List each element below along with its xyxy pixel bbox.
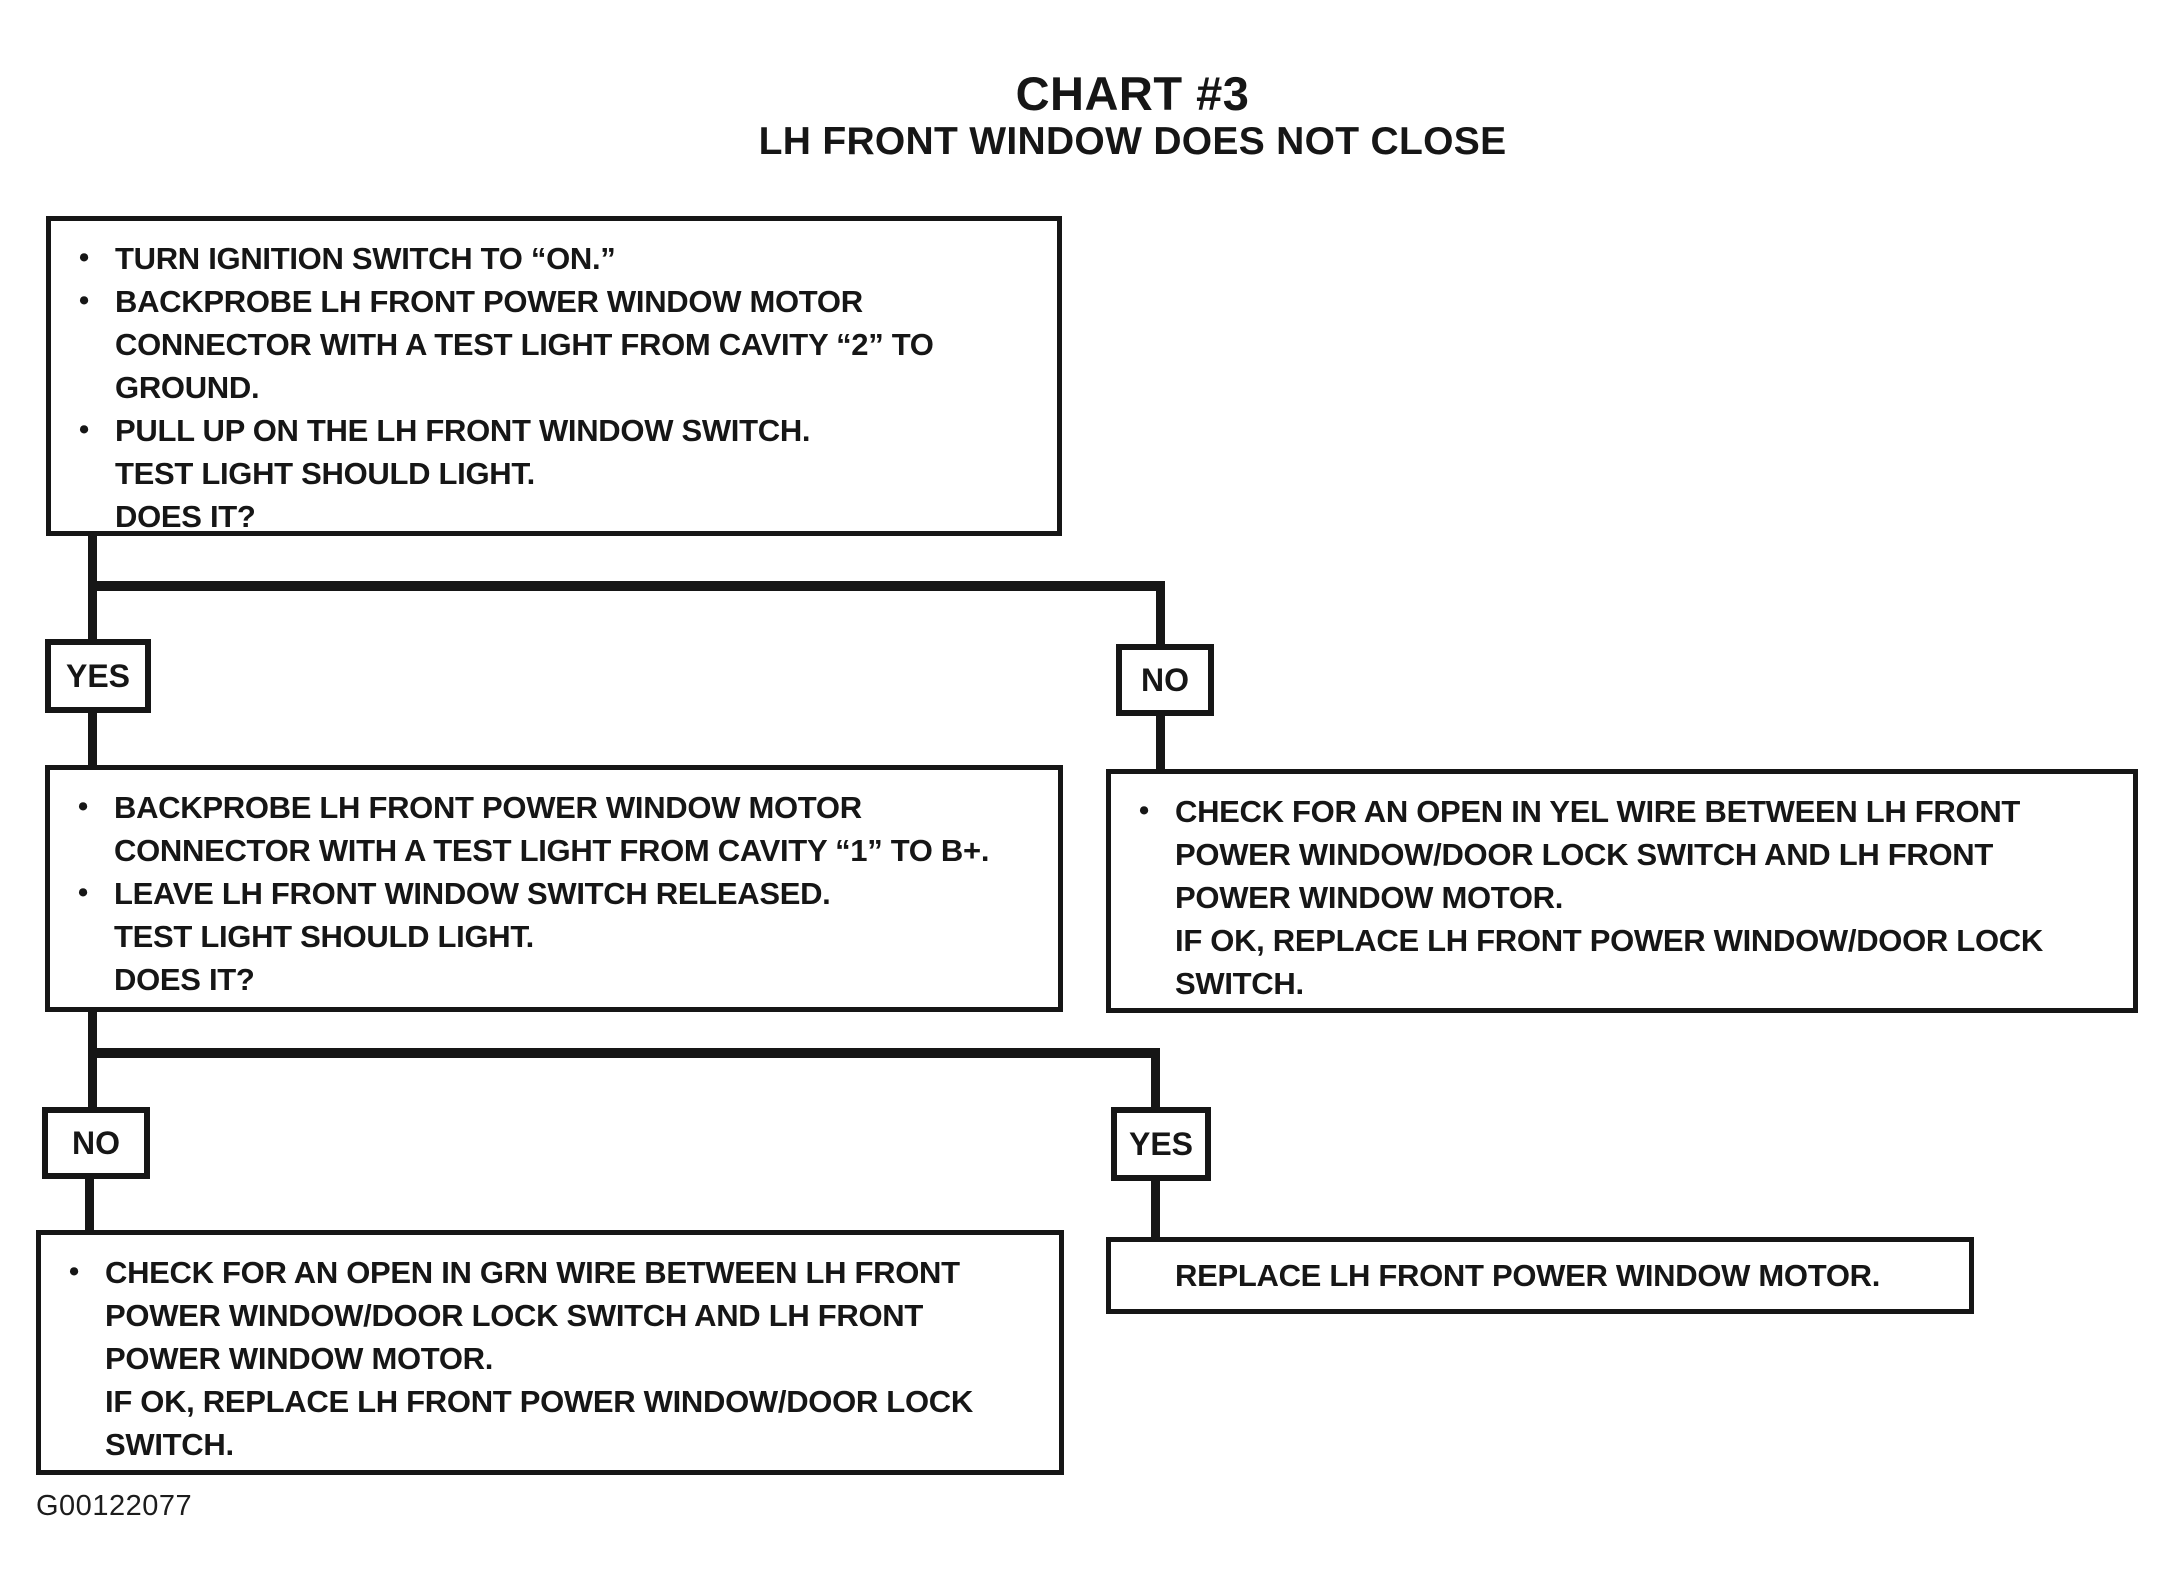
check-yel-line: POWER WINDOW/DOOR LOCK SWITCH AND LH FRO… bbox=[1175, 837, 1993, 872]
check-grn-line: SWITCH. bbox=[105, 1427, 234, 1462]
yes-text: YES bbox=[65, 657, 131, 694]
step1-line: TURN IGNITION SWITCH TO “ON.” bbox=[115, 241, 616, 276]
check-yel-line: CHECK FOR AN OPEN IN YEL WIRE BETWEEN LH… bbox=[1175, 794, 2021, 829]
step1-line: GROUND. bbox=[115, 370, 260, 405]
connector-no2-to-checkgrn bbox=[85, 1177, 94, 1232]
bullet-marker: • bbox=[79, 285, 89, 317]
connector-branch2-to-yes2 bbox=[1151, 1048, 1160, 1109]
step1-line: CONNECTOR WITH A TEST LIGHT FROM CAVITY … bbox=[115, 327, 934, 362]
connector-yes2-to-replace bbox=[1151, 1179, 1160, 1238]
node-step1: • TURN IGNITION SWITCH TO “ON.” • BACKPR… bbox=[46, 216, 1062, 536]
step2-line: DOES IT? bbox=[114, 962, 255, 997]
node-check-yel-wire: • CHECK FOR AN OPEN IN YEL WIRE BETWEEN … bbox=[1106, 769, 2138, 1013]
step2-line: BACKPROBE LH FRONT POWER WINDOW MOTOR bbox=[114, 790, 862, 825]
figure-id: G00122077 bbox=[36, 1490, 193, 1522]
connector-branch2-horizontal bbox=[88, 1048, 1160, 1058]
connector-no1-to-checkyel bbox=[1156, 714, 1165, 772]
list-item: • LEAVE LH FRONT WINDOW SWITCH RELEASED.… bbox=[78, 872, 1040, 1001]
branch2-no-label: NO bbox=[42, 1107, 150, 1179]
no-text: NO bbox=[72, 1124, 120, 1161]
node-check-grn-wire: • CHECK FOR AN OPEN IN GRN WIRE BETWEEN … bbox=[36, 1230, 1064, 1475]
check-grn-line: POWER WINDOW MOTOR. bbox=[105, 1341, 494, 1376]
step2-line: LEAVE LH FRONT WINDOW SWITCH RELEASED. bbox=[114, 876, 831, 911]
check-grn-line: IF OK, REPLACE LH FRONT POWER WINDOW/DOO… bbox=[105, 1384, 973, 1419]
connector-branch1-to-no1 bbox=[1156, 581, 1165, 647]
branch1-yes-label: YES bbox=[45, 639, 151, 713]
list-item: • CHECK FOR AN OPEN IN GRN WIRE BETWEEN … bbox=[69, 1251, 1041, 1466]
list-item: • CHECK FOR AN OPEN IN YEL WIRE BETWEEN … bbox=[1139, 790, 2115, 1005]
bullet-marker: • bbox=[1139, 795, 1149, 827]
bullet-marker: • bbox=[78, 791, 88, 823]
connector-branch1-horizontal bbox=[88, 581, 1165, 591]
connector-step2-to-no2 bbox=[88, 1011, 97, 1109]
replace-motor-text: REPLACE LH FRONT POWER WINDOW MOTOR. bbox=[1175, 1257, 1881, 1293]
no-text: NO bbox=[1141, 661, 1189, 698]
list-item: • BACKPROBE LH FRONT POWER WINDOW MOTOR … bbox=[79, 280, 1039, 409]
node-replace-motor: REPLACE LH FRONT POWER WINDOW MOTOR. bbox=[1106, 1237, 1974, 1314]
check-yel-line: IF OK, REPLACE LH FRONT POWER WINDOW/DOO… bbox=[1175, 923, 2043, 958]
branch1-no-label: NO bbox=[1116, 644, 1214, 716]
bullet-marker: • bbox=[69, 1256, 79, 1288]
chart-title: CHART #3 bbox=[1015, 67, 1250, 120]
yes-text: YES bbox=[1128, 1125, 1194, 1162]
list-item: • BACKPROBE LH FRONT POWER WINDOW MOTOR … bbox=[78, 786, 1040, 872]
check-yel-line: POWER WINDOW MOTOR. bbox=[1175, 880, 1564, 915]
branch2-yes-label: YES bbox=[1111, 1107, 1211, 1181]
bullet-marker: • bbox=[79, 414, 89, 446]
check-grn-line: POWER WINDOW/DOOR LOCK SWITCH AND LH FRO… bbox=[105, 1298, 923, 1333]
step2-line: CONNECTOR WITH A TEST LIGHT FROM CAVITY … bbox=[114, 833, 990, 868]
connector-yes1-to-step2 bbox=[88, 711, 97, 767]
step1-line: PULL UP ON THE LH FRONT WINDOW SWITCH. bbox=[115, 413, 811, 448]
list-item: • TURN IGNITION SWITCH TO “ON.” bbox=[79, 237, 1039, 280]
step1-line: TEST LIGHT SHOULD LIGHT. bbox=[115, 456, 535, 491]
list-item: • PULL UP ON THE LH FRONT WINDOW SWITCH.… bbox=[79, 409, 1039, 538]
step1-line: BACKPROBE LH FRONT POWER WINDOW MOTOR bbox=[115, 284, 863, 319]
check-yel-line: SWITCH. bbox=[1175, 966, 1304, 1001]
check-grn-line: CHECK FOR AN OPEN IN GRN WIRE BETWEEN LH… bbox=[105, 1255, 960, 1290]
step1-line: DOES IT? bbox=[115, 499, 256, 534]
chart-subtitle: LH FRONT WINDOW DOES NOT CLOSE bbox=[758, 120, 1507, 163]
node-step2: • BACKPROBE LH FRONT POWER WINDOW MOTOR … bbox=[45, 765, 1063, 1012]
bullet-marker: • bbox=[78, 877, 88, 909]
step2-line: TEST LIGHT SHOULD LIGHT. bbox=[114, 919, 534, 954]
bullet-marker: • bbox=[79, 242, 89, 274]
